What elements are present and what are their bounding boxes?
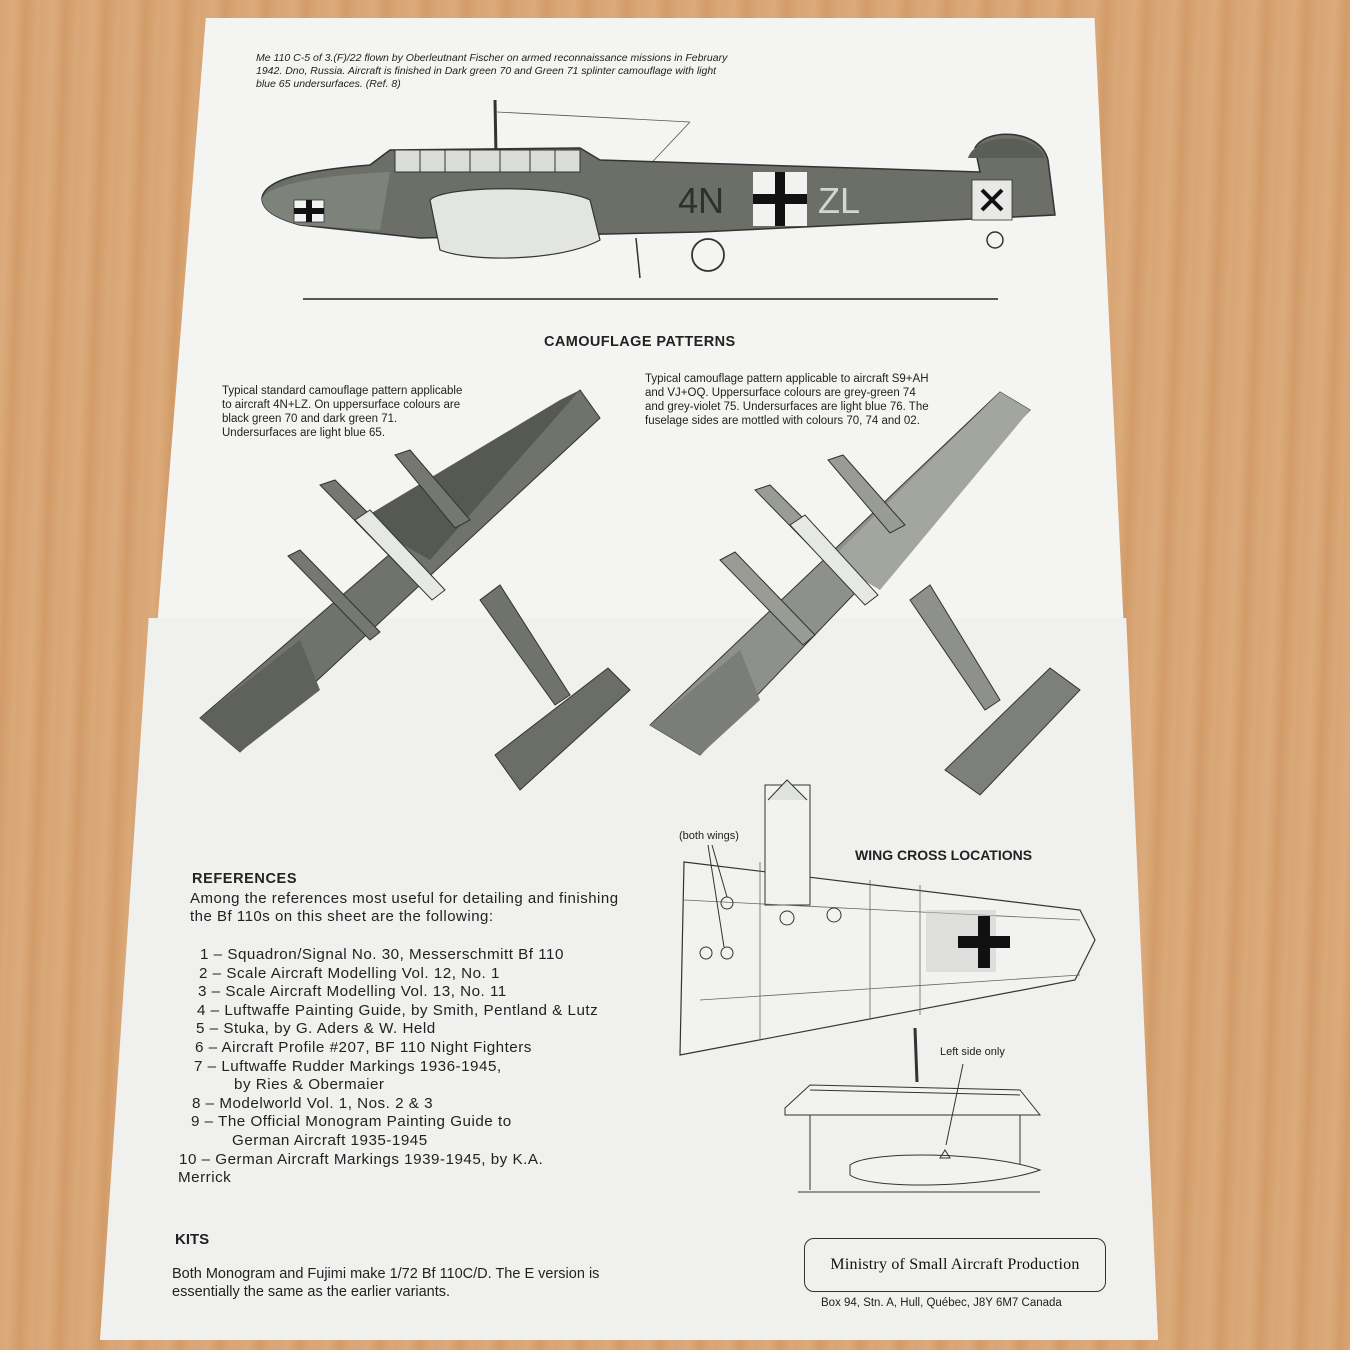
top-caption: Me 110 C-5 of 3.(F)/22 flown by Oberleut…: [256, 52, 728, 90]
right-caption: Typical camouflage pattern applicable to…: [645, 373, 929, 427]
reference-item: 10 – German Aircraft Markings 1939-1945,…: [179, 1150, 544, 1168]
reference-item: 9 – The Official Monogram Painting Guide…: [191, 1113, 512, 1131]
reference-item: by Ries & Obermaier: [234, 1076, 385, 1094]
references-intro: Among the references most useful for det…: [190, 890, 619, 925]
wing-cross-heading: WING CROSS LOCATIONS: [855, 847, 1033, 863]
reference-item: 8 – Modelworld Vol. 1, Nos. 2 & 3: [192, 1094, 434, 1112]
left-plan-view-aircraft: [199, 389, 631, 791]
reference-item: 4 – Luftwaffe Painting Guide, by Smith, …: [197, 1001, 599, 1019]
camouflage-heading: CAMOUFLAGE PATTERNS: [544, 334, 736, 350]
aircraft-code-left: 4N: [678, 180, 724, 221]
side-profile-aircraft: 4N ZL: [261, 99, 1056, 279]
kits-heading: KITS: [175, 1231, 210, 1248]
reference-item: Merrick: [178, 1169, 232, 1187]
kits-body: Both Monogram and Fujimi make 1/72 Bf 11…: [172, 1266, 600, 1300]
both-wings-note: (both wings): [679, 830, 739, 842]
publisher-logo: Ministry of Small Aircraft Production: [804, 1238, 1106, 1292]
references-heading: REFERENCES: [192, 871, 298, 887]
left-caption: Typical standard camouflage pattern appl…: [222, 385, 463, 439]
aircraft-code-right: ZL: [818, 180, 860, 221]
reference-item: 7 – Luftwaffe Rudder Markings 1936-1945,: [194, 1057, 502, 1075]
reference-item: 2 – Scale Aircraft Modelling Vol. 12, No…: [199, 964, 500, 982]
reference-item: 1 – Squadron/Signal No. 30, Messerschmit…: [200, 946, 564, 963]
wing-cross-diagram: [679, 779, 1096, 1193]
publisher-address: Box 94, Stn. A, Hull, Québec, J8Y 6M7 Ca…: [821, 1297, 1062, 1309]
reference-item: German Aircraft 1935-1945: [232, 1131, 428, 1149]
publisher-logo-text: Ministry of Small Aircraft Production: [830, 1256, 1080, 1273]
right-plan-view-aircraft: [649, 391, 1081, 796]
reference-item: 5 – Stuka, by G. Aders & W. Held: [196, 1020, 436, 1038]
reference-item: 6 – Aircraft Profile #207, BF 110 Night …: [195, 1038, 532, 1056]
reference-item: 3 – Scale Aircraft Modelling Vol. 13, No…: [198, 983, 507, 1001]
references-list: 1 – Squadron/Signal No. 30, Messerschmit…: [178, 946, 688, 1188]
left-side-note: Left side only: [940, 1046, 1005, 1058]
